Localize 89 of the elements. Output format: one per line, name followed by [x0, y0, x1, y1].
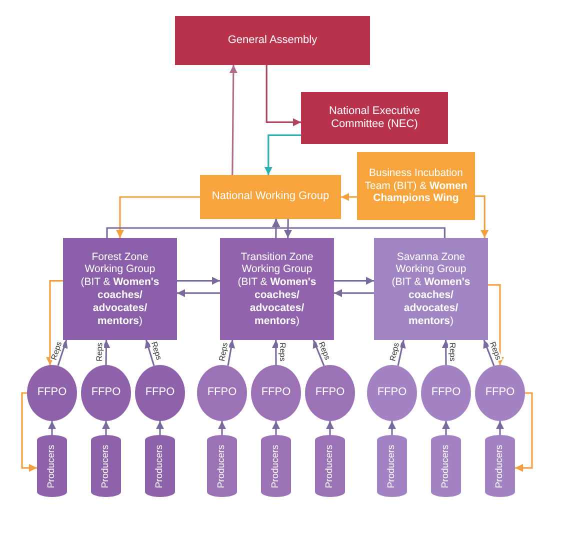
arrow — [312, 340, 325, 366]
producers-cylinder — [207, 435, 237, 497]
org-box — [220, 238, 334, 340]
arrow — [116, 196, 200, 238]
org-box — [374, 238, 488, 340]
node-text: FFPO — [377, 386, 407, 400]
node-text: Transition Zone Working Group (BIT & Women's coaches/ advocates/ mentors) — [236, 250, 318, 328]
node-text: FFPO — [485, 386, 515, 400]
arrow — [21, 392, 37, 472]
producers-cylinder — [145, 435, 175, 497]
node-text: Producers — [46, 444, 58, 488]
node-text: FFPO — [315, 386, 345, 400]
node-text: Business Incubation Team (BIT) & Women Champions Wing — [364, 166, 468, 206]
arrow — [272, 219, 446, 238]
arrow — [102, 421, 110, 435]
node-text: Producers — [324, 444, 336, 488]
arrow — [272, 421, 280, 435]
arrow — [46, 280, 63, 366]
node-text: Savanna Zone Working Group (BIT & Women's coaches/ advocates/ mentors) — [390, 250, 472, 328]
node-text: Producers — [216, 444, 228, 488]
edge-label: Reps — [149, 340, 163, 362]
org-box — [200, 175, 341, 219]
ffpo-circle — [305, 365, 355, 421]
node-text: Producers — [440, 444, 452, 488]
edge-label: Reps — [278, 342, 286, 363]
producers-cylinder — [37, 435, 67, 497]
arrow — [334, 289, 374, 298]
node-text: Producers — [100, 444, 112, 488]
edge-label: Reps — [96, 342, 104, 363]
arrow — [341, 192, 357, 201]
ffpo-circle — [81, 365, 131, 421]
node-text: National Working Group — [212, 190, 330, 204]
ffpo-circle — [135, 365, 185, 421]
org-box — [301, 92, 448, 144]
arrow — [177, 289, 220, 298]
arrow — [57, 340, 68, 366]
node-text: National Executive Committee (NEC) — [328, 104, 422, 132]
arrow — [442, 340, 450, 365]
node-text: FFPO — [145, 386, 175, 400]
node-text: Producers — [494, 444, 506, 488]
node-text: FFPO — [91, 386, 121, 400]
org-box — [357, 152, 475, 220]
arrow — [177, 276, 220, 285]
arrow — [218, 421, 226, 435]
node-text: FFPO — [431, 386, 461, 400]
arrow — [515, 392, 533, 472]
arrow — [326, 421, 334, 435]
node-text: Forest Zone Working Group (BIT & Women's coaches/ advocates/ mentors) — [80, 250, 160, 328]
node-text: Producers — [270, 444, 282, 488]
node-text: FFPO — [37, 386, 67, 400]
arrow — [397, 340, 406, 366]
ffpo-circle — [475, 365, 525, 421]
node-text: General Assembly — [228, 34, 318, 48]
arrow — [388, 421, 396, 435]
producers-cylinder — [485, 435, 515, 497]
arrow — [475, 195, 489, 238]
producers-cylinder — [377, 435, 407, 497]
node-text: FFPO — [207, 386, 237, 400]
producers-cylinder — [91, 435, 121, 497]
arrow — [284, 219, 292, 238]
node-text: Producers — [386, 444, 398, 488]
arrow — [488, 284, 504, 365]
arrow — [264, 134, 301, 175]
arrow — [334, 276, 374, 285]
edge-label: Reps — [448, 342, 456, 363]
arrow — [496, 421, 504, 435]
arrow — [266, 65, 301, 126]
arrow — [229, 65, 238, 175]
arrow — [144, 340, 155, 366]
arrow — [227, 340, 236, 366]
producers-cylinder — [431, 435, 461, 497]
ffpo-circle — [27, 365, 77, 421]
ffpo-circle — [421, 365, 471, 421]
producers-cylinder — [261, 435, 291, 497]
node-text: Producers — [154, 444, 166, 488]
edge-label: Reps — [388, 340, 402, 363]
arrow — [272, 340, 280, 365]
arrow — [102, 340, 110, 366]
ffpo-circle — [197, 365, 247, 421]
org-box — [63, 238, 177, 340]
node-text: FFPO — [261, 386, 291, 400]
edge-label: Reps — [218, 340, 230, 363]
arrow — [483, 340, 495, 366]
arrow — [156, 421, 164, 435]
org-box — [175, 16, 370, 65]
producers-cylinder — [315, 435, 345, 497]
ffpo-circle — [251, 365, 301, 421]
arrow — [48, 421, 56, 435]
arrow — [442, 421, 450, 435]
